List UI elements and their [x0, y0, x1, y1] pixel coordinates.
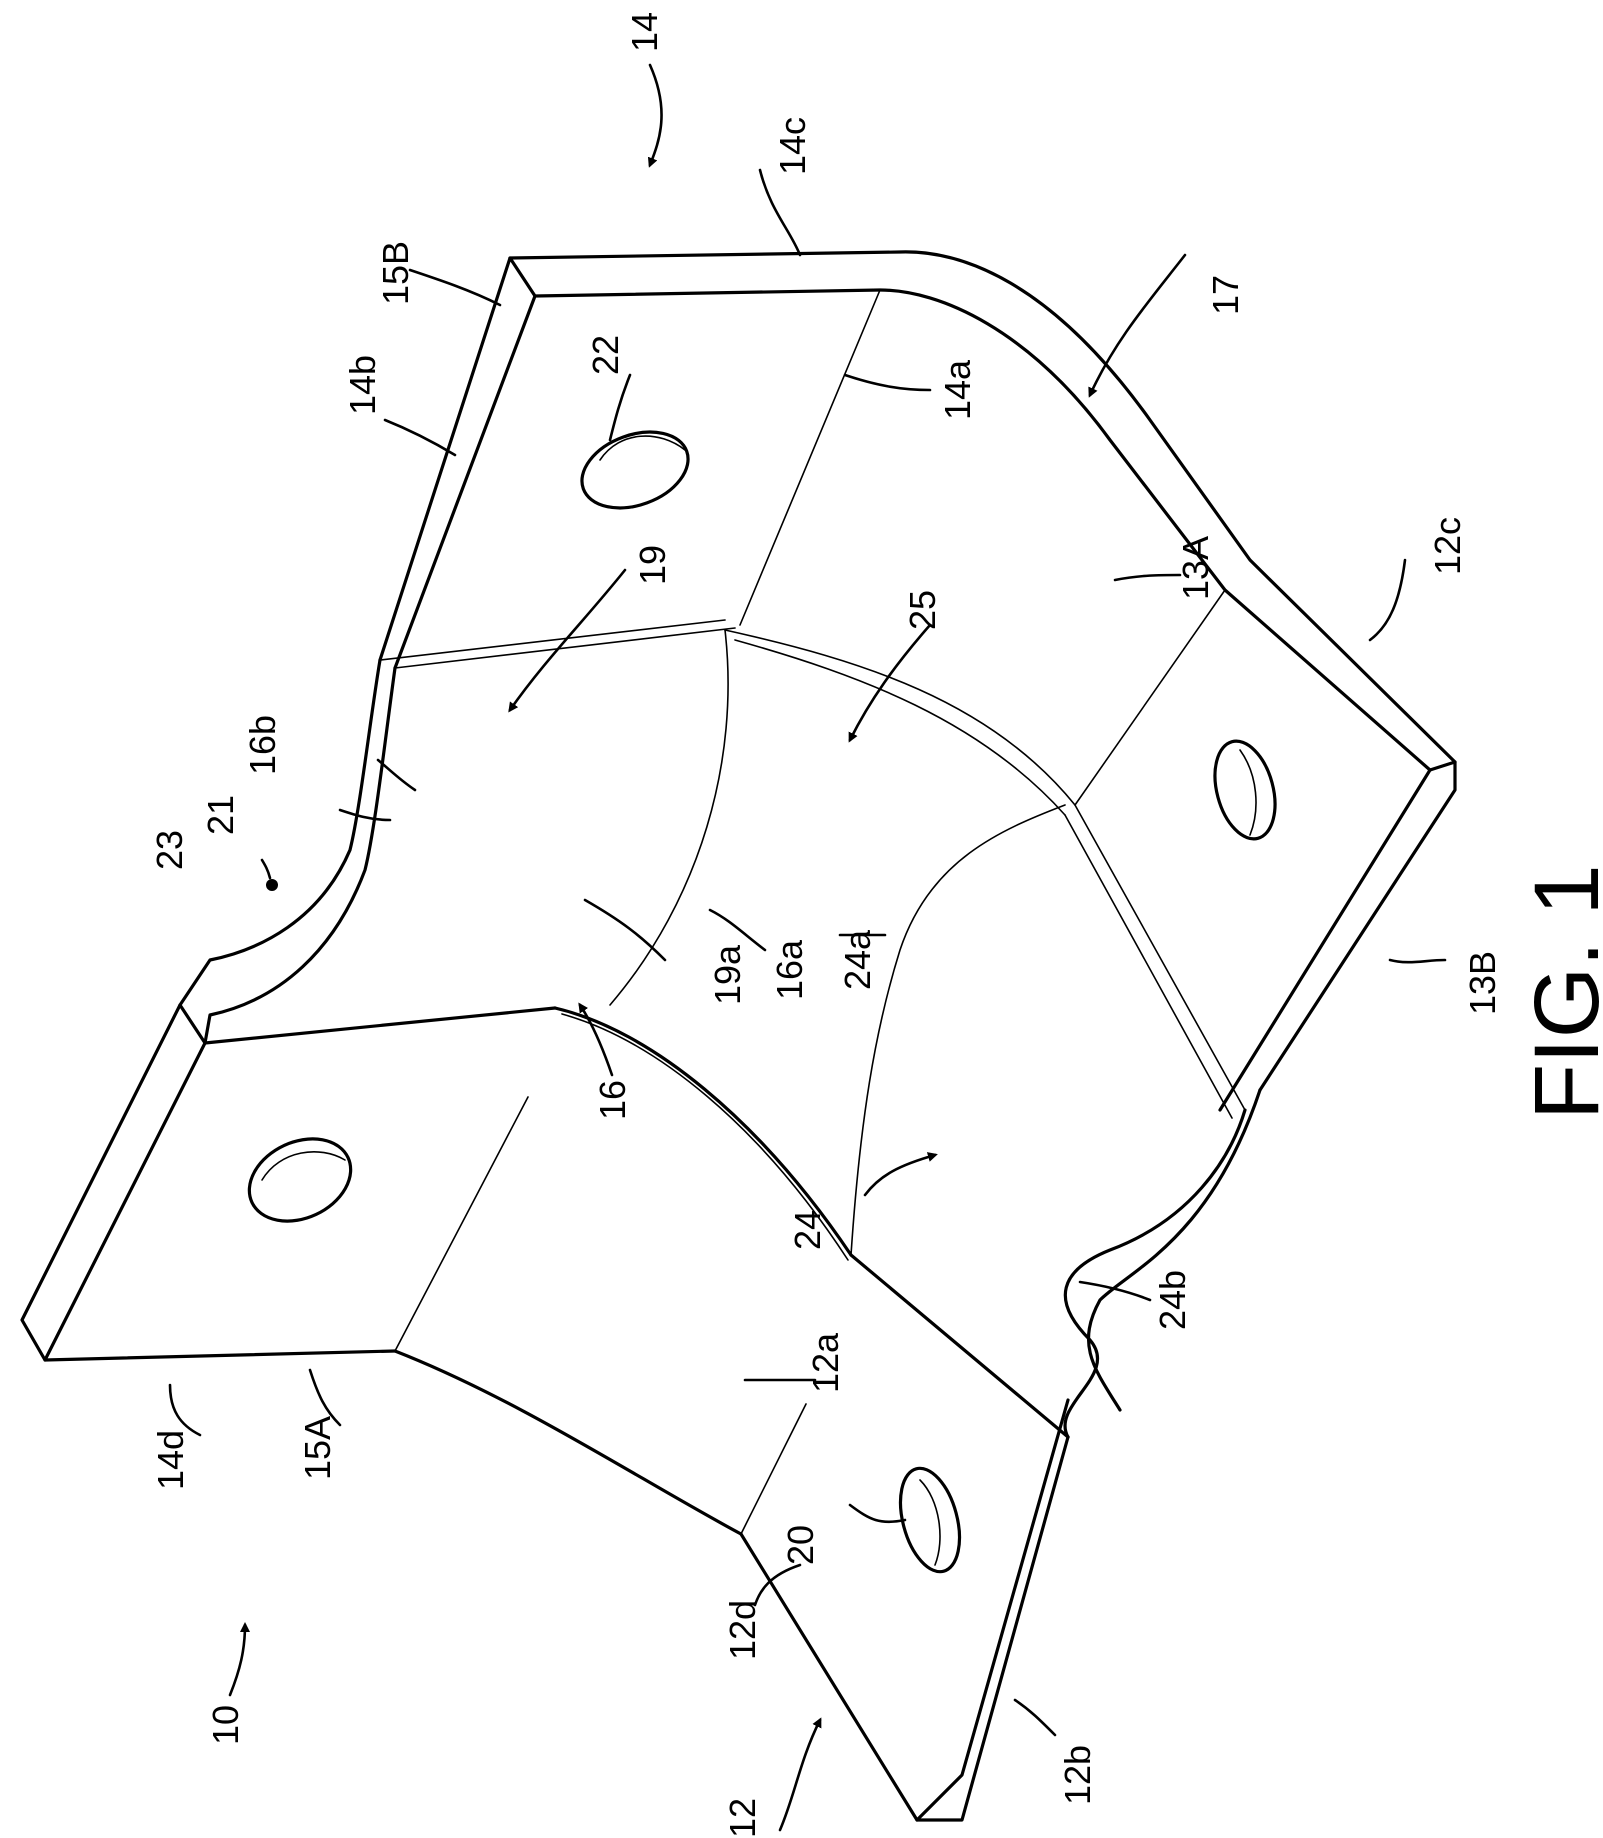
label-12: 12 — [722, 1798, 763, 1838]
label-15B: 15B — [375, 241, 416, 305]
point-23-dot — [266, 879, 278, 891]
flange-15A-outline — [22, 1005, 205, 1360]
label-13B: 13B — [1462, 951, 1503, 1015]
label-24b: 24b — [1152, 1270, 1193, 1330]
label-14: 14 — [624, 12, 665, 52]
label-14b: 14b — [342, 355, 383, 415]
bracket-body — [22, 252, 1455, 1820]
label-15A: 15A — [297, 1416, 338, 1480]
label-16: 16 — [592, 1080, 633, 1120]
label-22: 22 — [585, 335, 626, 375]
label-16b: 16b — [242, 715, 283, 775]
label-21: 21 — [200, 795, 241, 835]
label-19a: 19a — [707, 944, 748, 1005]
label-24a: 24a — [837, 929, 878, 990]
label-17: 17 — [1205, 275, 1246, 315]
label-14a: 14a — [937, 359, 978, 420]
label-10: 10 — [205, 1705, 246, 1745]
label-19: 19 — [632, 545, 673, 585]
label-16a: 16a — [769, 939, 810, 1000]
label-14c: 14c — [772, 117, 813, 175]
reference-labels: 10 12 12a 12b 12c 12d 13A 13B 14 14a 14b… — [149, 12, 1503, 1838]
label-23: 23 — [149, 830, 190, 870]
label-14d: 14d — [150, 1430, 191, 1490]
label-25: 25 — [902, 590, 943, 630]
mounting-holes — [236, 418, 1285, 1578]
label-13A: 13A — [1175, 536, 1216, 600]
label-24: 24 — [787, 1210, 828, 1250]
label-12b: 12b — [1057, 1745, 1098, 1805]
label-12a: 12a — [805, 1332, 846, 1393]
label-20: 20 — [780, 1525, 821, 1565]
label-12d: 12d — [722, 1600, 763, 1660]
label-12c: 12c — [1427, 517, 1468, 575]
figure-caption: FIG. 1 — [1516, 864, 1603, 1120]
flange-12-outline — [741, 1437, 1068, 1820]
